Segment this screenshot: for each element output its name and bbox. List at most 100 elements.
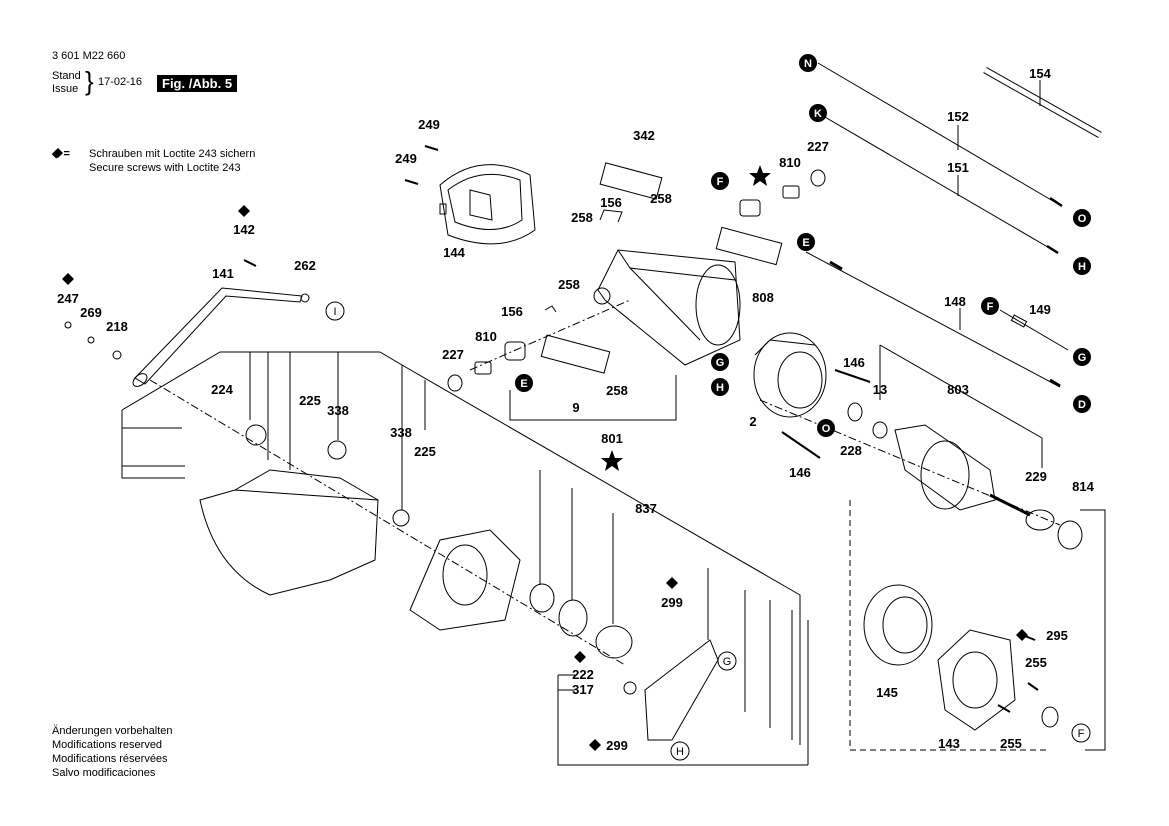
part-label-295: 295 [1046, 628, 1068, 643]
label-plate-9 [540, 334, 611, 374]
part-label-146: 146 [789, 465, 811, 480]
clip-156 [544, 305, 557, 313]
callout-label: H [676, 746, 684, 758]
cable-149 [999, 309, 1069, 351]
assembly-axis [149, 379, 626, 666]
part-label-145: 145 [876, 685, 898, 700]
washer-262 [300, 293, 310, 303]
part-label-299: 299 [661, 595, 683, 610]
footer-line: Salvo modificaciones [52, 767, 156, 779]
part-label-144: 144 [443, 245, 465, 260]
diamond-icon [666, 577, 678, 589]
part-label-262: 262 [294, 258, 316, 273]
bracket-plate [644, 639, 719, 741]
leader-line [401, 364, 801, 745]
cable-148 [805, 251, 1061, 388]
part-label-227: 227 [807, 139, 829, 154]
end-cover-143 [937, 629, 1016, 731]
part-label-249: 249 [395, 151, 417, 166]
part-label-814: 814 [1072, 479, 1094, 494]
part-label-142: 142 [233, 222, 255, 237]
footer-notes: Änderungen vorbehalten Modifications res… [52, 724, 172, 780]
callout-label: F [987, 301, 994, 313]
callout-N [799, 54, 817, 72]
part-label-222: 222 [572, 667, 594, 682]
part-label-338: 338 [327, 403, 349, 418]
part-label-258: 258 [650, 191, 672, 206]
part-label-2: 2 [749, 414, 756, 429]
diamond-icon [62, 273, 74, 285]
callout-G [711, 353, 729, 371]
part-label-810: 810 [779, 155, 801, 170]
screw-142 [243, 259, 257, 267]
washer-269 [87, 336, 95, 344]
motor-cover-837 [409, 529, 521, 631]
loctite-note-en: Secure screws with Loctite 243 [89, 162, 241, 174]
diamond-icon [589, 739, 601, 751]
part-label-342: 342 [633, 128, 655, 143]
diamond-icon [238, 205, 250, 217]
screw-146 [834, 369, 871, 383]
callout-K [809, 104, 827, 122]
part-label-13: 13 [873, 382, 887, 397]
part-label-255: 255 [1025, 655, 1047, 670]
motor-housing-part-144 [439, 164, 536, 245]
screw-255 [1027, 682, 1039, 691]
part-label-247: 247 [57, 291, 79, 306]
issue-date: 17-02-16 [98, 76, 143, 88]
callout-E [797, 233, 815, 251]
carbon-brush-holder-810 [474, 185, 800, 375]
callout-label: G [716, 357, 725, 369]
callout-F [981, 297, 999, 315]
screw-249 [404, 145, 439, 185]
footer-line: Änderungen vorbehalten [52, 725, 173, 737]
callout-H [711, 378, 729, 396]
callout-label: O [822, 423, 831, 435]
callout-F [711, 172, 729, 190]
callout-label: N [804, 58, 812, 70]
callout-H [1073, 257, 1091, 275]
lower-blade-guard [199, 469, 379, 596]
part-label-803: 803 [947, 382, 969, 397]
assembly-axis [469, 299, 631, 371]
callout-label: I [333, 306, 336, 318]
handle-arm-141 [132, 287, 303, 387]
callout-label: E [520, 378, 527, 390]
bearing-13 [872, 421, 888, 439]
brush-spring-F [1041, 706, 1059, 728]
stand-label: Stand [52, 70, 81, 82]
part-label-148: 148 [944, 294, 966, 309]
spring-gear [558, 599, 588, 637]
callout-label: O [1078, 213, 1087, 225]
label-plate-342 [599, 162, 663, 200]
leader-line [557, 675, 808, 766]
callout-label: E [802, 237, 809, 249]
diamond-icon [1016, 629, 1028, 641]
footer-line: Modifications reserved [52, 739, 163, 751]
leader-line [121, 410, 185, 479]
bracket-229 [1025, 509, 1055, 531]
fan-housing-145 [863, 584, 933, 666]
part-label-225: 225 [414, 444, 436, 459]
armature-803 [894, 424, 1031, 517]
part-label-810: 810 [475, 329, 497, 344]
part-label-258: 258 [571, 210, 593, 225]
callout-label: F [717, 176, 724, 188]
issue-label: Issue [52, 83, 79, 95]
cover-disk [245, 424, 267, 446]
bearing-338 [327, 440, 347, 460]
washer-218 [112, 350, 122, 360]
callout-G [1073, 348, 1091, 366]
callout-G [717, 651, 737, 671]
star-icon [601, 450, 623, 471]
part-label-141: 141 [212, 266, 234, 281]
callout-E [515, 374, 533, 392]
cable-152 [817, 62, 1063, 208]
part-label-156: 156 [600, 195, 622, 210]
ring-228 [847, 402, 863, 422]
screw-247 [64, 321, 72, 329]
part-label-152: 152 [947, 109, 969, 124]
cap-227 [810, 169, 826, 187]
part-label-258: 258 [606, 383, 628, 398]
